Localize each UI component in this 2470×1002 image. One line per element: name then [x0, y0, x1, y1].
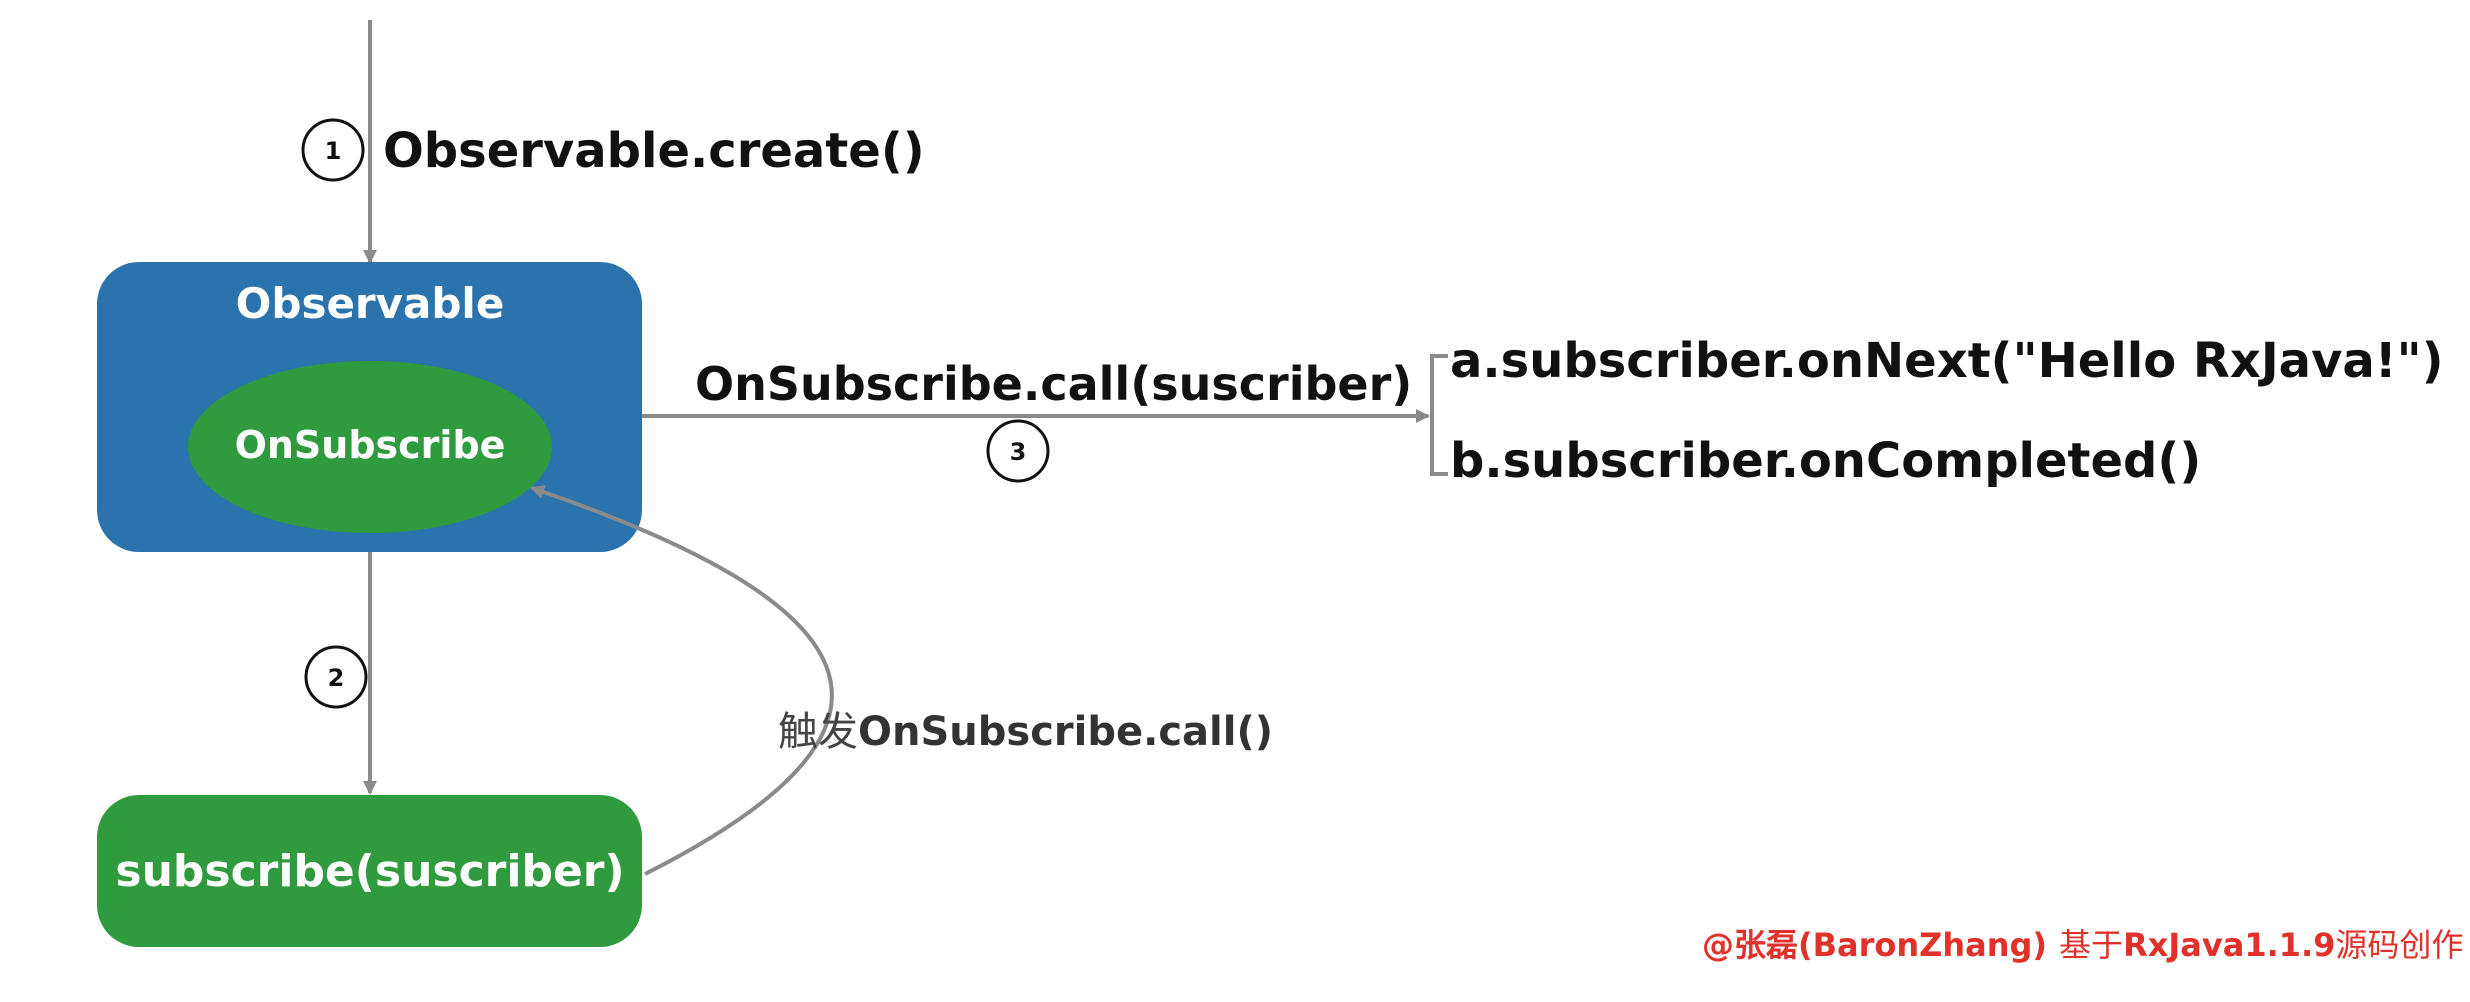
result-onnext: a.subscriber.onNext("Hello RxJava!"): [1450, 333, 2444, 389]
step3-label: OnSubscribe.call(suscriber): [695, 357, 1412, 411]
step2-number: 2: [328, 664, 345, 692]
trigger-label: 触发OnSubscribe.call(): [778, 709, 1273, 755]
subscribe-box: [97, 795, 642, 947]
step2-circle: [304, 645, 368, 709]
arrow-trigger: [530, 485, 834, 876]
credit-line: @张磊(BaronZhang) 基于RxJava1.1.9源码创作: [1702, 926, 2463, 964]
results-bracket: [1430, 354, 1448, 476]
credit-author: @张磊(BaronZhang): [1702, 926, 2047, 964]
onsubscribe-ellipse: [188, 361, 552, 533]
trigger-call: OnSubscribe.call(): [858, 709, 1273, 755]
result-oncompleted: b.subscriber.onCompleted(): [1450, 433, 2201, 489]
credit-middle: 基于: [2059, 926, 2123, 964]
credit-version: RxJava1.1.9: [2123, 926, 2335, 964]
step3-circle: [986, 419, 1050, 483]
subscribe-label: subscribe(suscriber): [115, 846, 624, 897]
onsubscribe-label: OnSubscribe: [235, 423, 506, 467]
observable-title: Observable: [236, 279, 505, 328]
step1-label: Observable.create(): [383, 123, 925, 179]
step1-circle: [301, 118, 365, 182]
step1-number: 1: [325, 137, 342, 165]
step3-number: 3: [1010, 438, 1027, 466]
trigger-prefix: 触发: [778, 709, 858, 755]
credit-suffix: 源码创作: [2335, 926, 2463, 964]
